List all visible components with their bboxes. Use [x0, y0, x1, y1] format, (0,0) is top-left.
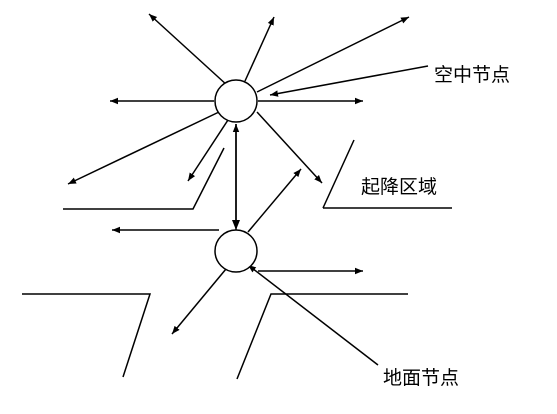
- ground-arrow-down-left: [171, 268, 227, 335]
- ground-node-circle: [214, 229, 258, 273]
- arrow-up-right: [256, 16, 410, 93]
- arrow-up: [244, 16, 275, 82]
- boundary-line-upper-left: [63, 147, 225, 210]
- label-air-node: 空中节点: [434, 64, 510, 86]
- arrow-down-right: [256, 111, 323, 184]
- boundary-line-lower-left: [22, 293, 152, 378]
- air-node-group: [67, 13, 429, 185]
- pointer-air-node: [269, 65, 429, 97]
- air-node-circle: [214, 79, 258, 123]
- landing-area-boundary: [22, 139, 452, 380]
- label-ground-node: 地面节点: [383, 367, 459, 389]
- arrow-down-left-near: [187, 119, 229, 182]
- air-ground-link-tip: [232, 220, 240, 230]
- label-landing-area: 起降区域: [361, 176, 437, 198]
- arrow-down-left-far: [67, 111, 220, 185]
- boundary-line-lower-right: [236, 293, 408, 380]
- ground-arrow-up-right: [247, 168, 302, 233]
- ground-node-group: [112, 168, 379, 366]
- boundary-line-upper-right: [322, 139, 355, 209]
- arrow-up-left: [148, 13, 229, 87]
- pointer-ground-node: [247, 264, 379, 366]
